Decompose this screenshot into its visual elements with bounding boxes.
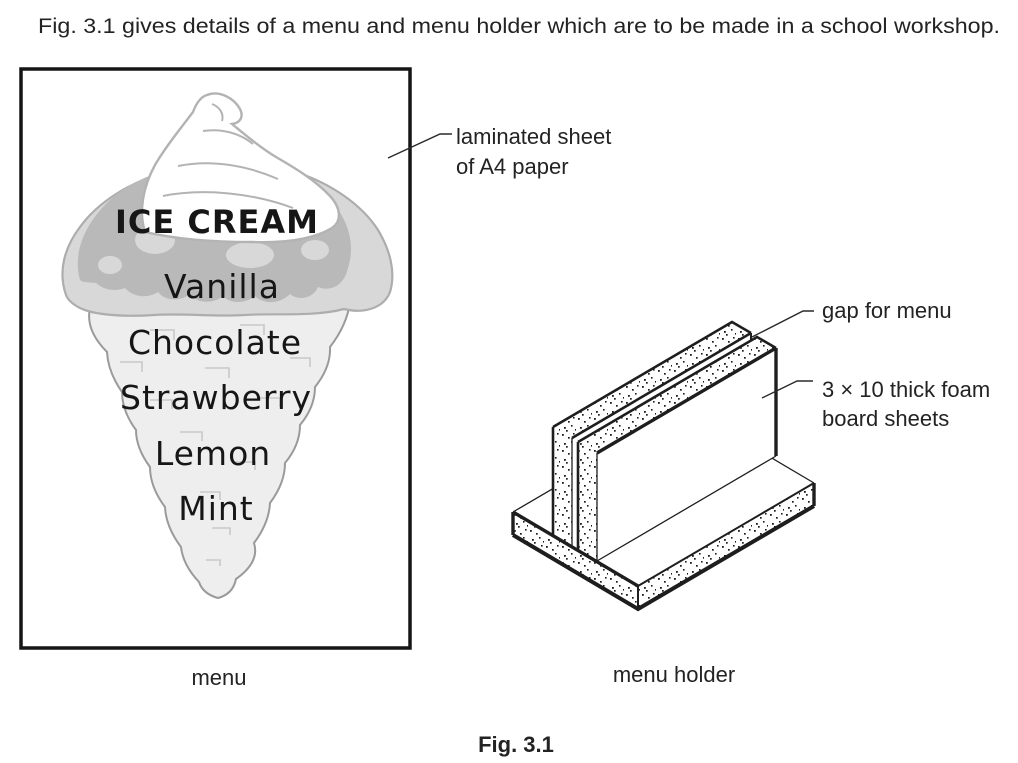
- menu-card: ICE CREAM Vanilla Chocolate Strawberry L…: [19, 67, 412, 650]
- menu-flavor: Chocolate: [128, 323, 302, 362]
- menu-flavor: Mint: [178, 489, 254, 528]
- menu-flavor: Strawberry: [120, 378, 312, 417]
- leader-line-laminated: [387, 133, 452, 159]
- base-front-edge: [512, 510, 639, 588]
- figure-caption: Fig. 3.1 gives details of a menu and men…: [38, 14, 1000, 38]
- swirl-fold-lines: [162, 103, 294, 209]
- waffle-marks: [120, 324, 311, 566]
- cone: [88, 300, 352, 600]
- figure-label: Fig. 3.1: [478, 732, 554, 757]
- menu-flavor: Lemon: [155, 434, 271, 473]
- leader-line-foam: [761, 380, 813, 399]
- label-laminated-line2: of A4 paper: [456, 154, 569, 179]
- label-laminated-line1: laminated sheet: [456, 124, 611, 149]
- menu-holder-drawing: [511, 320, 816, 612]
- menu-caption: menu: [191, 665, 246, 690]
- menu-flavor: Vanilla: [164, 267, 280, 306]
- label-foam-line1: 3 × 10 thick foam: [822, 377, 990, 402]
- holder-front-board: [576, 335, 778, 562]
- menu-title: ICE CREAM: [115, 203, 319, 241]
- holder-caption: menu holder: [613, 662, 735, 687]
- leader-line-gap: [751, 310, 814, 338]
- ice-cream-swirl: [140, 92, 341, 244]
- label-gap: gap for menu: [822, 298, 952, 323]
- label-foam-line2: board sheets: [822, 406, 949, 431]
